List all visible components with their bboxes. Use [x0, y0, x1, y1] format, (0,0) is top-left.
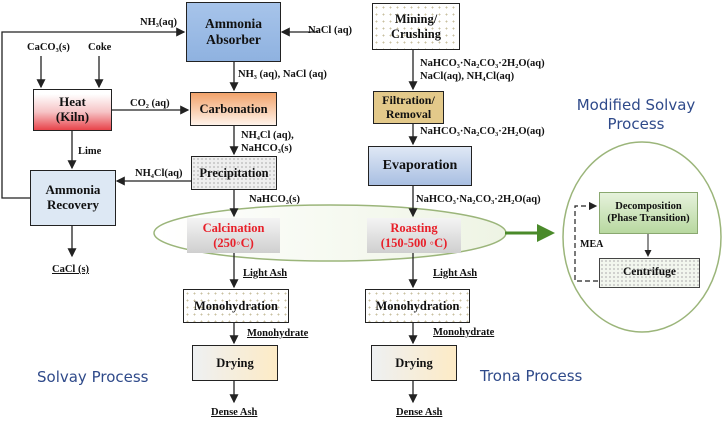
- label-trona-light-ash: Light Ash: [433, 268, 478, 279]
- heat-kiln-box: Heat (Kiln): [33, 89, 112, 131]
- label-trona-dense-ash: Dense Ash: [396, 407, 443, 418]
- evaporation-text: Evaporation: [382, 157, 458, 173]
- label-cacl: CaCl (s): [52, 264, 90, 275]
- label-solvay-dense-ash: Dense Ash: [211, 407, 258, 418]
- label-mea: MEA: [580, 239, 604, 250]
- modified-solvay-ellipse: [562, 141, 722, 333]
- label-nh4cl-1: NH₄Cl (aq),: [241, 130, 294, 141]
- trona-process-title: Trona Process: [480, 367, 583, 385]
- label-nh4cl-recycle: NH₄Cl(aq): [135, 168, 183, 179]
- label-after-evaporation: NaHCO₃·Na₂CO₃·2H₂O(aq): [416, 194, 541, 205]
- modified-solvay-title: Modified Solvay Process: [566, 96, 706, 134]
- evaporation-box: Evaporation: [368, 146, 472, 186]
- mea-recycle-line: [574, 201, 598, 282]
- label-coke: Coke: [88, 42, 112, 53]
- label-after-mining-1: NaHCO₃·Na₂CO₃·2H₂O(aq): [420, 58, 545, 69]
- decomposition-line1: Decomposition: [615, 200, 682, 212]
- solvay-monohydration-box: Monohydration: [183, 289, 289, 323]
- roasting-line1: Roasting: [390, 221, 438, 236]
- mining-crushing-box: Mining/ Crushing: [372, 3, 460, 50]
- mining-line1: Mining/: [394, 12, 438, 27]
- centrifuge-text: Centrifuge: [622, 266, 676, 279]
- nh3-recycle-line: [1, 27, 186, 199]
- ammonia-recovery-line2: Recovery: [47, 197, 99, 212]
- solvay-drying-text: Drying: [216, 355, 254, 370]
- label-co2: CO₂ (aq): [130, 98, 170, 109]
- label-trona-monohydrate: Monohydrate: [433, 327, 495, 338]
- label-nahco3: NaHCO₃(s): [249, 194, 300, 205]
- ammonia-recovery-box: Ammonia Recovery: [30, 170, 116, 226]
- label-nh3-nacl: NH₃ (aq), NaCl (aq): [238, 69, 327, 80]
- label-caco3: CaCO₃(s): [27, 42, 70, 53]
- modified-title-line2: Process: [607, 114, 665, 133]
- label-nacl-in: NaCl (aq): [308, 25, 353, 36]
- calcination-box: Calcination (250◦C): [187, 218, 280, 253]
- heat-kiln-line1: Heat: [59, 94, 86, 110]
- trona-monohydration-box: Monohydration: [365, 289, 470, 323]
- modified-title-line1: Modified Solvay: [576, 96, 696, 114]
- decomposition-box: Decomposition (Phase Transition): [599, 192, 698, 234]
- label-solvay-light-ash: Light Ash: [243, 268, 288, 279]
- centrifuge-box: Centrifuge: [599, 258, 700, 288]
- label-after-mining-2: NaCl(aq), NH₄Cl(aq): [420, 71, 515, 82]
- label-nh3-in: NH₃(aq): [140, 17, 177, 28]
- filtration-line2: Removal: [385, 106, 432, 121]
- heat-kiln-line2: (Kiln): [55, 109, 90, 124]
- calcination-line2: (250◦C): [213, 235, 254, 250]
- ammonia-recovery-line1: Ammonia: [45, 182, 101, 198]
- precipitation-box: Precipitation: [191, 156, 277, 190]
- carbonation-text: Carbonation: [199, 101, 268, 116]
- trona-drying-box: Drying: [371, 345, 457, 381]
- ammonia-absorber-line2: Absorber: [206, 32, 261, 47]
- roasting-box: Roasting (150-500 ◦C): [367, 218, 461, 253]
- calcination-line1: Calcination: [202, 221, 265, 236]
- ammonia-absorber-box: Ammonia Absorber: [186, 2, 281, 62]
- solvay-drying-box: Drying: [192, 345, 278, 381]
- label-nh4cl-2: NaHCO₃(s): [241, 143, 292, 154]
- decomposition-line2: (Phase Transition): [607, 213, 690, 224]
- mining-line2: Crushing: [390, 26, 442, 41]
- filtration-removal-box: Filtration/ Removal: [373, 91, 444, 124]
- label-after-filtration: NaHCO₃·Na₂CO₃·2H₂O(aq): [420, 126, 545, 137]
- solvay-monohydration-text: Monohydration: [193, 298, 279, 313]
- ammonia-absorber-line1: Ammonia: [205, 16, 262, 32]
- precipitation-text: Precipitation: [199, 165, 269, 180]
- roasting-line2: (150-500 ◦C): [380, 235, 448, 250]
- solvay-process-title: Solvay Process: [37, 368, 149, 386]
- label-lime: Lime: [78, 146, 102, 157]
- filtration-line1: Filtration/: [382, 92, 435, 107]
- trona-monohydration-text: Monohydration: [375, 298, 460, 313]
- carbonation-box: Carbonation: [190, 92, 277, 126]
- trona-drying-text: Drying: [395, 355, 433, 370]
- label-solvay-monohydrate: Monohydrate: [247, 328, 309, 339]
